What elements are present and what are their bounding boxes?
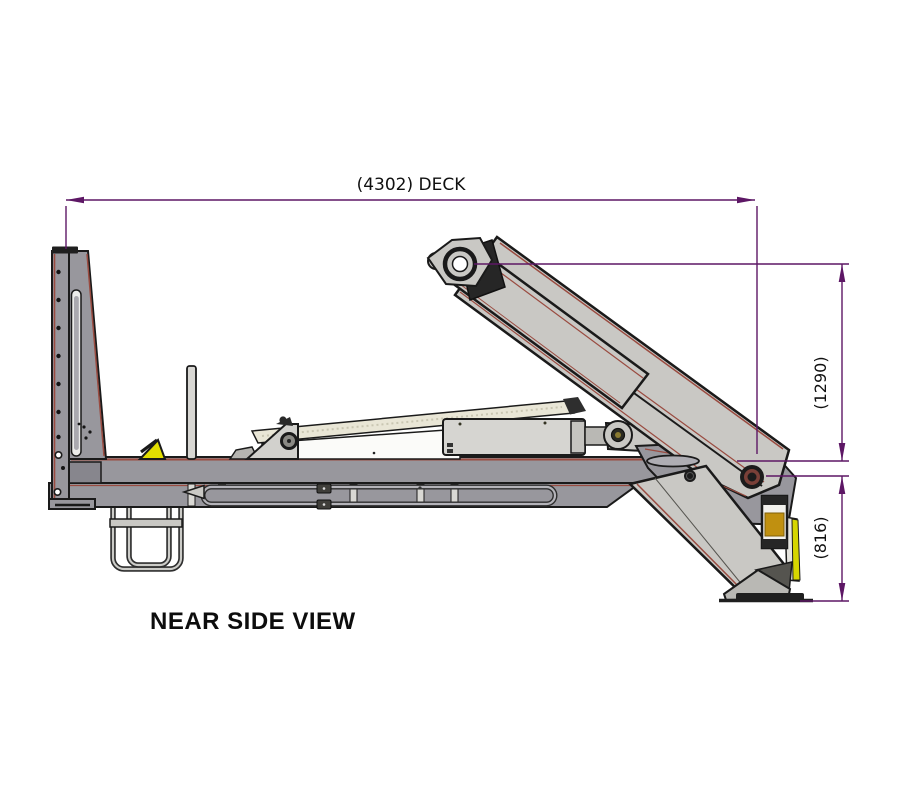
arm-lifting-eye bbox=[426, 236, 494, 288]
cylinder-front-bracket bbox=[244, 416, 299, 460]
deck-dimension-label: (4302) DECK bbox=[357, 175, 467, 195]
wear-pad-stack bbox=[760, 494, 789, 550]
pipe-end-cone bbox=[181, 484, 205, 500]
deck-beam bbox=[68, 456, 758, 484]
leg-pivot-pin bbox=[684, 470, 696, 482]
dimensions-layer: (4302) DECK (1290) (816) bbox=[65, 175, 849, 602]
headboard-cap bbox=[52, 246, 78, 254]
rear-foot bbox=[719, 561, 813, 603]
headboard-bolt-holes bbox=[56, 269, 92, 470]
marker-pole bbox=[186, 365, 197, 460]
lock-wedge bbox=[137, 438, 167, 460]
cylinder-barrel bbox=[442, 418, 586, 456]
arm-rest-roller bbox=[646, 454, 700, 468]
chassis-rail bbox=[48, 482, 644, 510]
cover-plate-cap bbox=[563, 397, 586, 415]
view-title: NEAR SIDE VIEW bbox=[150, 608, 356, 635]
deck-height-dimension-label: (816) bbox=[811, 516, 830, 559]
height-dimension-label: (1290) bbox=[811, 356, 830, 409]
hydraulic-cylinder-assembly bbox=[228, 397, 662, 460]
eye-hole bbox=[451, 255, 469, 273]
headboard bbox=[48, 246, 108, 510]
lift-arm bbox=[426, 235, 791, 500]
arm-main-pivot bbox=[740, 465, 764, 489]
ladder-rung bbox=[109, 518, 183, 528]
foot-base-plate bbox=[736, 593, 804, 602]
